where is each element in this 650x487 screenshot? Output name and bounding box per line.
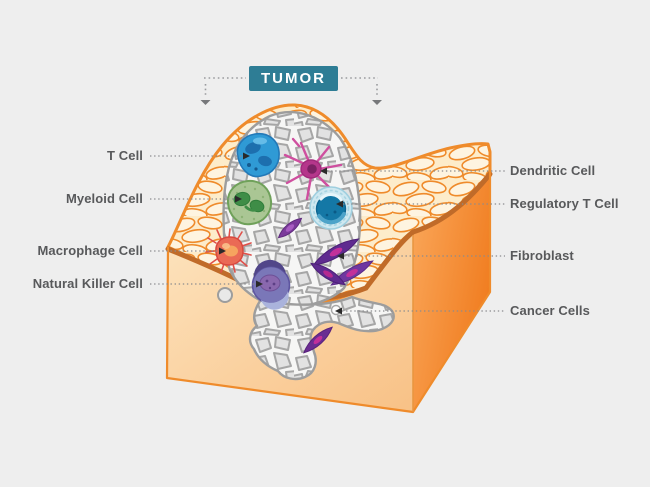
tumor-badge: TUMOR bbox=[249, 66, 338, 91]
myeloid-cell-icon bbox=[226, 179, 273, 226]
bracket-arrow-right bbox=[372, 100, 382, 105]
tumor-lower-extension bbox=[248, 295, 395, 381]
bracket-arrow-left bbox=[200, 100, 211, 105]
label-cancer-cells: Cancer Cells bbox=[510, 303, 590, 318]
dendritic-cell-icon bbox=[283, 137, 343, 201]
leader-arrowheads bbox=[219, 152, 344, 315]
label-regulatory-t-cell: Regulatory T Cell bbox=[510, 196, 619, 211]
cancer-cell-icon bbox=[303, 304, 342, 354]
regulatory-t-cell-icon bbox=[309, 186, 353, 230]
label-t-cell: T Cell bbox=[107, 148, 143, 163]
tumor-bracket bbox=[204, 77, 378, 97]
fibroblast-icon bbox=[310, 238, 374, 286]
tumor-nub bbox=[217, 287, 233, 303]
spindle-cell-icon bbox=[277, 217, 303, 239]
label-dendritic-cell: Dendritic Cell bbox=[510, 163, 596, 178]
label-natural-killer-cell: Natural Killer Cell bbox=[32, 276, 143, 291]
label-myeloid-cell: Myeloid Cell bbox=[65, 191, 143, 206]
label-macrophage-cell: Macrophage Cell bbox=[37, 243, 143, 258]
label-fibroblast: Fibroblast bbox=[510, 248, 574, 263]
leader-lines bbox=[150, 155, 505, 312]
natural-killer-cell-icon bbox=[251, 259, 291, 310]
macrophage-cell-icon bbox=[205, 228, 252, 273]
t-cell-icon bbox=[236, 132, 280, 178]
